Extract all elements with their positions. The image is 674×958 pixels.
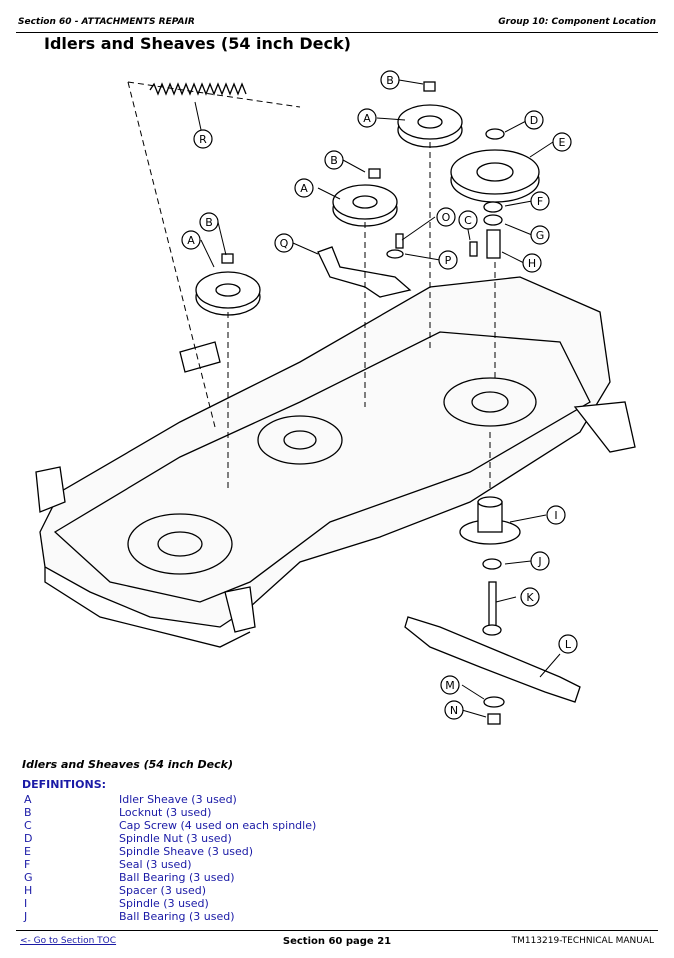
definition-letter: D — [24, 832, 33, 845]
definition-row: B Locknut (3 used) — [22, 806, 211, 819]
definition-letter: H — [24, 884, 33, 897]
callout-circle — [530, 191, 550, 211]
callout-label: A — [363, 112, 371, 125]
callout-label: L — [565, 638, 572, 651]
callout-label: Q — [280, 237, 289, 250]
callout-circle — [558, 634, 578, 654]
callout-label: C — [464, 214, 472, 227]
callout-circle — [438, 250, 458, 270]
definition-row: D Spindle Nut (3 used) — [22, 832, 232, 845]
definition-letter: I — [24, 897, 28, 910]
callout-label: E — [559, 136, 566, 149]
callout-circle — [524, 110, 544, 130]
page-footer: <- Go to Section TOC Section 60 page 21 … — [16, 930, 658, 951]
definition-letter: G — [24, 871, 33, 884]
callout-circle — [530, 551, 550, 571]
definition-description: Idler Sheave (3 used) — [119, 793, 237, 806]
callout-label: J — [537, 555, 541, 568]
callout-label: G — [536, 229, 545, 242]
callout-circle — [530, 225, 550, 245]
tension-spring — [149, 82, 247, 96]
callout-label: I — [554, 509, 557, 522]
definition-row: J Ball Bearing (3 used) — [22, 910, 235, 923]
callout-label: H — [528, 257, 536, 270]
definition-letter: J — [24, 910, 28, 923]
definition-letter: F — [24, 858, 31, 871]
callout-label: K — [526, 591, 534, 604]
definition-description: Spindle Nut (3 used) — [119, 832, 232, 845]
callout-label: B — [330, 154, 338, 167]
callout-circle — [440, 675, 460, 695]
definition-row: G Ball Bearing (3 used) — [22, 871, 235, 884]
callout-label: B — [386, 74, 394, 87]
definition-letter: B — [24, 806, 32, 819]
definitions-list: DEFINITIONS: A Idler Sheave (3 used) B Lock… — [22, 778, 316, 923]
definition-row: A Idler Sheave (3 used) — [22, 793, 237, 806]
callout-circle — [436, 207, 456, 227]
section-title: Section 60 - ATTACHMENTS REPAIR — [18, 17, 195, 27]
callout-circle — [380, 70, 400, 90]
callout-label: D — [530, 114, 538, 127]
page-number: Section 60 page 21 — [282, 936, 392, 947]
idler-arm — [317, 246, 412, 298]
callout-circle — [458, 210, 478, 230]
definition-description: Ball Bearing (3 used) — [119, 910, 235, 923]
idler-sheave-left — [195, 253, 261, 316]
callout-circle — [552, 132, 572, 152]
callout-circle — [193, 129, 213, 149]
deck-left-opening — [127, 513, 233, 575]
definition-description: Spacer (3 used) — [119, 884, 207, 897]
definition-row: C Cap Screw (4 used on each spindle) — [22, 819, 316, 832]
callout-label: A — [300, 182, 308, 195]
callout-circle — [357, 108, 377, 128]
callout-circle — [294, 178, 314, 198]
definition-description: Spindle Sheave (3 used) — [119, 845, 254, 858]
deck-right-opening — [443, 377, 537, 427]
callout-circle — [199, 212, 219, 232]
callout-circle — [274, 233, 294, 253]
definition-letter: E — [24, 845, 31, 858]
page-header: Section 60 - ATTACHMENTS REPAIR Group 10… — [16, 14, 658, 33]
spindle-sheave — [450, 128, 540, 203]
definition-letter: C — [24, 819, 32, 832]
deck-center-opening — [257, 415, 343, 465]
page-title: Idlers and Sheaves (54 inch Deck) — [44, 34, 351, 53]
definition-row: I Spindle (3 used) — [22, 897, 209, 910]
section-toc-link[interactable]: <- Go to Section TOC — [20, 936, 117, 946]
callout-circle — [444, 700, 464, 720]
deck-body — [39, 276, 611, 628]
manual-id: TM113219-TECHNICAL MANUAL — [511, 936, 654, 946]
definition-row: E Spindle Sheave (3 used) — [22, 845, 253, 858]
definition-row: H Spacer (3 used) — [22, 884, 206, 897]
callout-circle — [546, 505, 566, 525]
spindle-assembly — [459, 496, 521, 636]
figure-caption: Idlers and Sheaves (54 inch Deck) — [22, 758, 234, 771]
callout-label: F — [537, 195, 543, 208]
callout-label: N — [450, 704, 458, 717]
callout-label: B — [205, 216, 213, 229]
callout-label: P — [445, 254, 452, 267]
callout-label: M — [445, 679, 455, 692]
definition-description: Seal (3 used) — [119, 858, 192, 871]
group-title: Group 10: Component Location — [498, 17, 656, 27]
idler-sheave-middle — [332, 168, 398, 227]
definition-letter: A — [24, 793, 32, 806]
mower-blade — [404, 616, 581, 703]
callout-circle — [520, 587, 540, 607]
definition-description: Ball Bearing (3 used) — [119, 871, 235, 884]
callout-circle — [324, 150, 344, 170]
definition-description: Cap Screw (4 used on each spindle) — [119, 819, 317, 832]
callout-label: O — [442, 211, 451, 224]
callout-circle — [181, 230, 201, 250]
definition-description: Spindle (3 used) — [119, 897, 209, 910]
definition-row: F Seal (3 used) — [22, 858, 192, 871]
definition-description: Locknut (3 used) — [119, 806, 212, 819]
callout-label: A — [187, 234, 195, 247]
callout-label: R — [199, 133, 207, 146]
definitions-heading: DEFINITIONS: — [22, 778, 107, 791]
idler-sheave-top — [397, 81, 463, 148]
callout-circle — [522, 253, 542, 273]
